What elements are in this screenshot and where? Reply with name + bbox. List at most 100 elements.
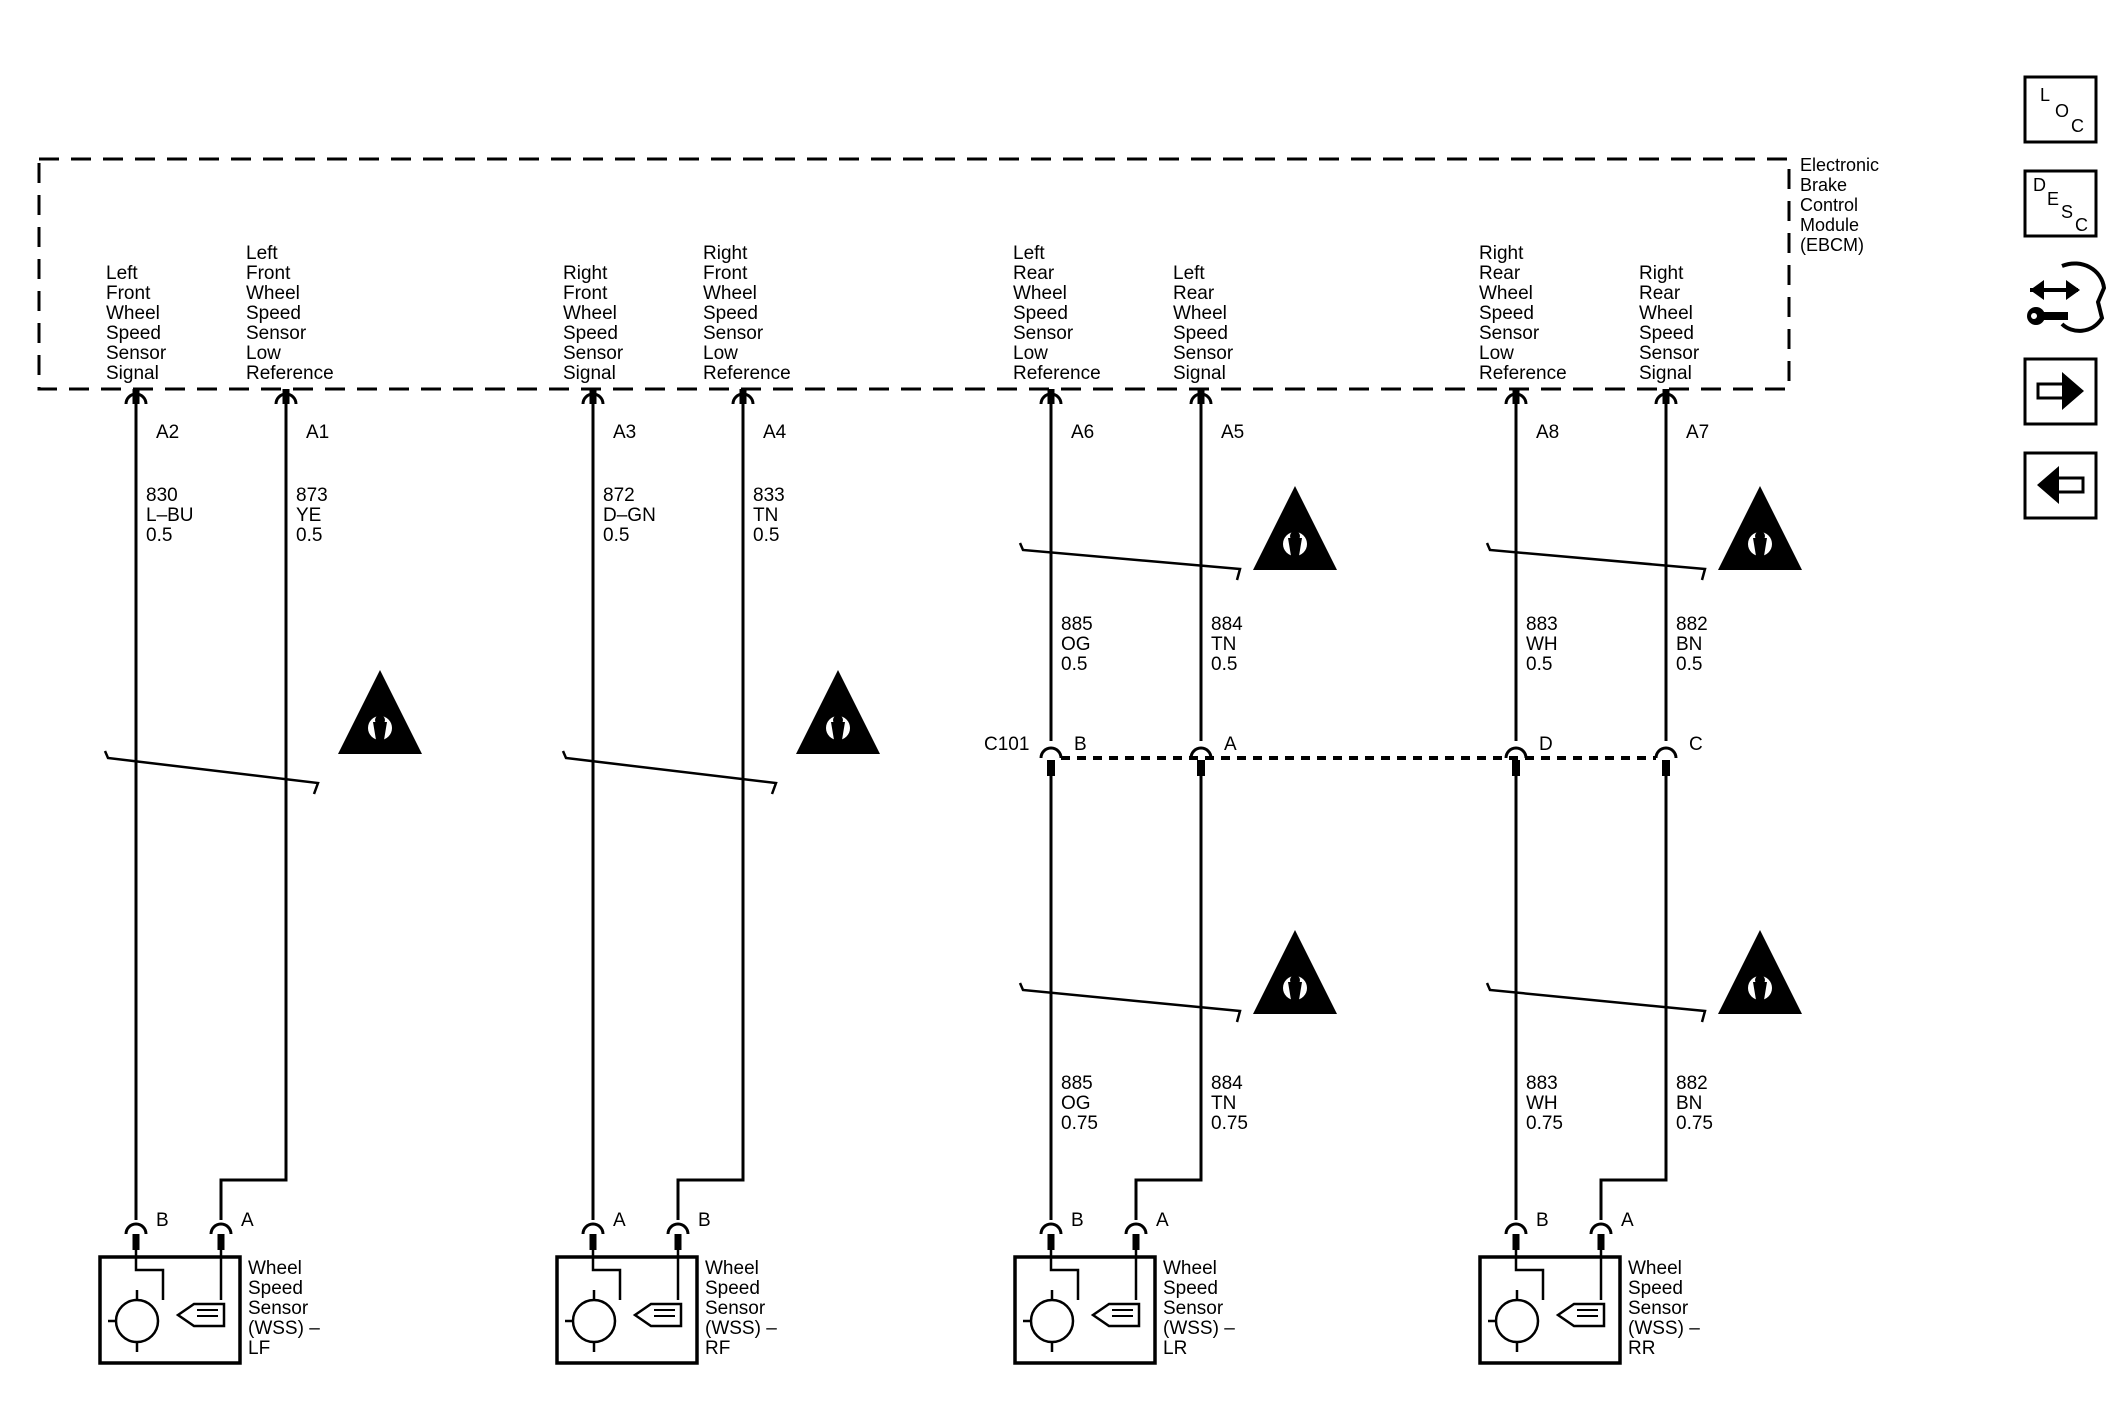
svg-text:A: A (613, 1210, 626, 1231)
svg-text:883: 883 (1526, 614, 1558, 635)
svg-text:Sensor: Sensor (703, 323, 764, 344)
svg-text:Wheel: Wheel (1163, 1258, 1217, 1279)
svg-text:Sensor: Sensor (106, 343, 167, 364)
svg-text:D: D (2033, 175, 2046, 195)
svg-text:TN: TN (1211, 634, 1236, 655)
svg-text:Wheel: Wheel (563, 303, 617, 324)
svg-text:0.5: 0.5 (1211, 654, 1237, 675)
svg-text:Sensor: Sensor (1639, 343, 1700, 364)
svg-text:Sensor: Sensor (1173, 343, 1234, 364)
svg-text:Right: Right (563, 263, 608, 284)
connector-service-icon[interactable] (2027, 261, 2107, 333)
svg-text:(WSS) –: (WSS) – (1163, 1318, 1235, 1339)
svg-text:A5: A5 (1221, 422, 1244, 443)
svg-text:0.75: 0.75 (1061, 1113, 1098, 1134)
wire-label-882-lower: 882 BN 0.75 (1676, 1073, 1713, 1134)
svg-text:YE: YE (296, 505, 321, 526)
svg-text:A2: A2 (156, 422, 179, 443)
svg-text:C: C (1689, 734, 1703, 755)
svg-text:(EBCM): (EBCM) (1800, 235, 1864, 255)
svg-text:Low: Low (246, 343, 281, 364)
pin-label-a1: Left Front Wheel Speed Sensor Low Refere… (246, 243, 334, 384)
next-page-button[interactable] (2023, 357, 2098, 426)
svg-text:Wheel: Wheel (703, 283, 757, 304)
pin-label-a5: Left Rear Wheel Speed Sensor Signal (1173, 263, 1234, 384)
svg-text:Sensor: Sensor (1163, 1298, 1224, 1319)
svg-text:Speed: Speed (106, 323, 161, 344)
arrow-left-icon (2037, 466, 2085, 504)
loc-button[interactable]: L O C (2023, 75, 2098, 144)
svg-text:A: A (1621, 1210, 1634, 1231)
svg-text:Left: Left (106, 263, 138, 284)
svg-text:RR: RR (1628, 1338, 1655, 1359)
svg-text:BN: BN (1676, 1093, 1702, 1114)
svg-text:830: 830 (146, 485, 178, 506)
wire-label-884-upper: 884 TN 0.5 (1211, 614, 1243, 675)
svg-text:Speed: Speed (1628, 1278, 1683, 1299)
pin-label-a8: Right Rear Wheel Speed Sensor Low Refere… (1479, 243, 1567, 384)
svg-text:Left: Left (1173, 263, 1205, 284)
svg-text:Front: Front (563, 283, 608, 304)
svg-text:Signal: Signal (1173, 363, 1226, 384)
wire-label-830: 830 L–BU 0.5 (146, 485, 194, 546)
wire-label-885-upper: 885 OG 0.5 (1061, 614, 1093, 675)
wire-label-885-lower: 885 OG 0.75 (1061, 1073, 1098, 1134)
svg-text:O: O (2055, 101, 2069, 121)
svg-text:Front: Front (703, 263, 748, 284)
wire-label-872: 872 D–GN 0.5 (603, 485, 656, 546)
svg-text:TN: TN (1211, 1093, 1236, 1114)
svg-text:B: B (156, 1210, 169, 1231)
svg-text:Wheel: Wheel (1479, 283, 1533, 304)
svg-text:Brake: Brake (1800, 175, 1847, 195)
previous-page-button[interactable] (2023, 451, 2098, 520)
svg-text:Reference: Reference (703, 363, 791, 384)
wire-label-833: 833 TN 0.5 (753, 485, 785, 546)
svg-text:Wheel: Wheel (248, 1258, 302, 1279)
svg-text:0.5: 0.5 (1526, 654, 1552, 675)
svg-text:Speed: Speed (1173, 323, 1228, 344)
svg-text:TN: TN (753, 505, 778, 526)
svg-text:Sensor: Sensor (1628, 1298, 1689, 1319)
svg-text:A: A (1224, 734, 1237, 755)
svg-text:883: 883 (1526, 1073, 1558, 1094)
svg-text:Wheel: Wheel (705, 1258, 759, 1279)
svg-text:C101: C101 (984, 734, 1029, 755)
wire-label-883-upper: 883 WH 0.5 (1526, 614, 1558, 675)
svg-text:OG: OG (1061, 1093, 1091, 1114)
connector-c101: C101 B A D C (984, 734, 1703, 776)
svg-text:B: B (1536, 1210, 1549, 1231)
svg-text:Speed: Speed (705, 1278, 760, 1299)
svg-text:S: S (2061, 202, 2073, 222)
svg-text:882: 882 (1676, 1073, 1708, 1094)
svg-text:Right: Right (703, 243, 748, 264)
svg-text:Right: Right (1479, 243, 1524, 264)
sensor-rf: A B Wheel Speed Sensor (WSS) – RF (555, 1210, 777, 1365)
svg-text:Signal: Signal (106, 363, 159, 384)
desc-button[interactable]: D E S C (2023, 169, 2098, 238)
svg-text:D–GN: D–GN (603, 505, 656, 526)
svg-text:Front: Front (106, 283, 151, 304)
svg-text:Wheel: Wheel (1013, 283, 1067, 304)
svg-text:Speed: Speed (563, 323, 618, 344)
svg-text:885: 885 (1061, 1073, 1093, 1094)
svg-text:Signal: Signal (1639, 363, 1692, 384)
svg-text:Speed: Speed (1013, 303, 1068, 324)
svg-text:Wheel: Wheel (246, 283, 300, 304)
svg-text:LR: LR (1163, 1338, 1187, 1359)
svg-text:Left: Left (246, 243, 278, 264)
svg-text:Wheel: Wheel (1628, 1258, 1682, 1279)
svg-text:LF: LF (248, 1338, 270, 1359)
svg-text:Sensor: Sensor (1013, 323, 1074, 344)
svg-text:Low: Low (1013, 343, 1048, 364)
wire-label-882-upper: 882 BN 0.5 (1676, 614, 1708, 675)
svg-text:Rear: Rear (1639, 283, 1681, 304)
svg-text:0.5: 0.5 (603, 525, 629, 546)
svg-text:0.75: 0.75 (1526, 1113, 1563, 1134)
svg-text:A: A (1156, 1210, 1169, 1231)
svg-text:0.5: 0.5 (1676, 654, 1702, 675)
connector-pin-icon (124, 389, 1678, 405)
svg-text:0.5: 0.5 (146, 525, 172, 546)
svg-text:Reference: Reference (1479, 363, 1567, 384)
pin-label-a3: Right Front Wheel Speed Sensor Signal (563, 263, 624, 384)
